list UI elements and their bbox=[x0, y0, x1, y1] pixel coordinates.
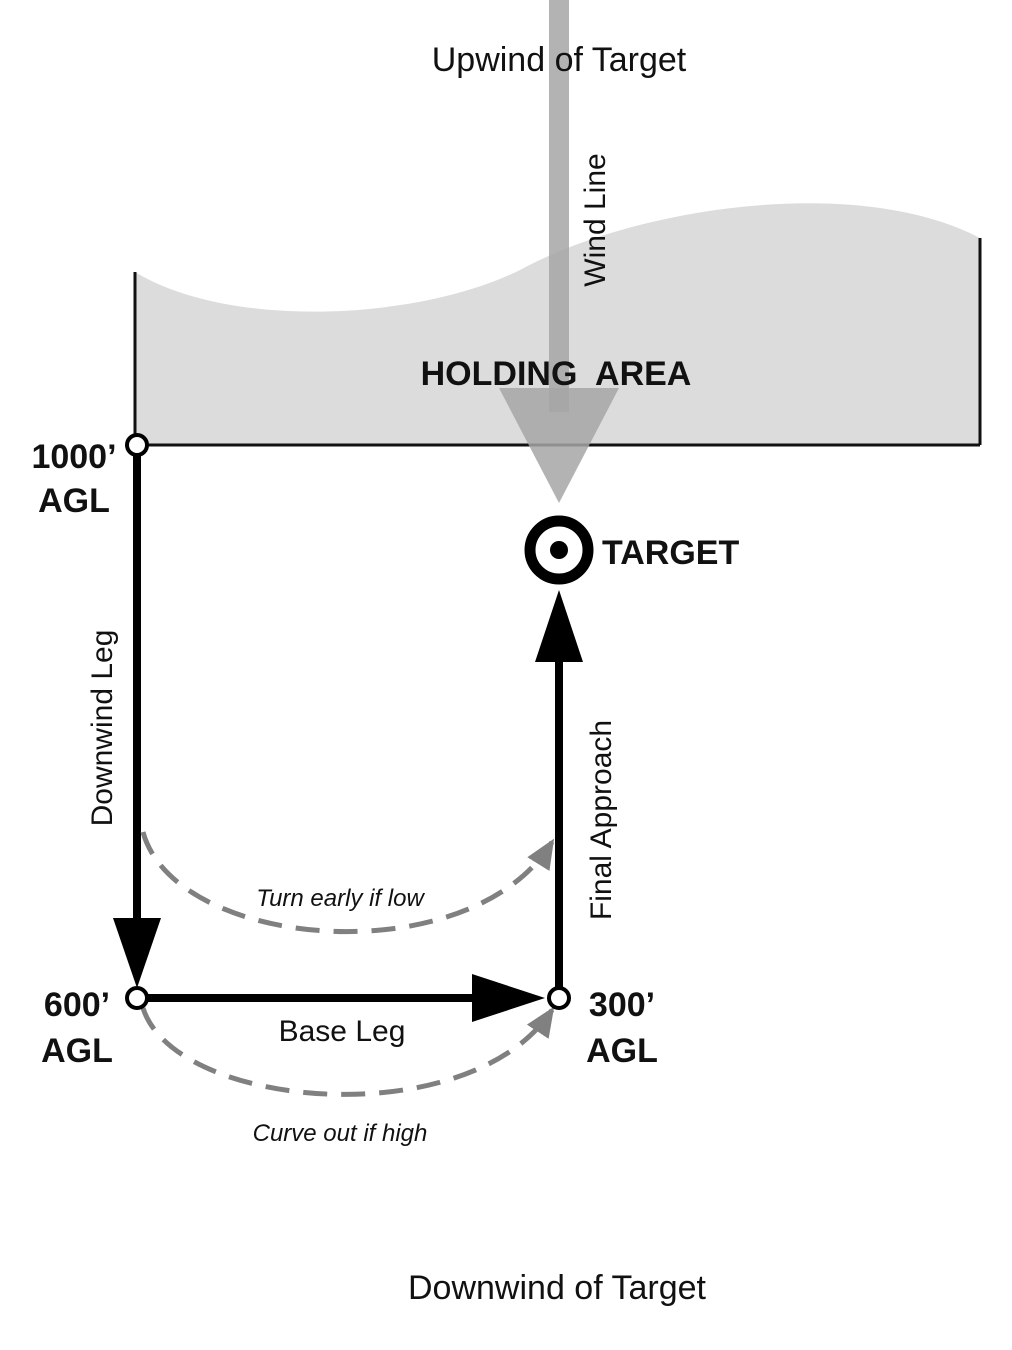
waypoint-600-marker bbox=[125, 986, 149, 1010]
curve-out-dashed-path bbox=[140, 1006, 555, 1097]
turn-early-label: Turn early if low bbox=[256, 885, 425, 912]
altitude-1000-unit: AGL bbox=[38, 482, 110, 520]
target-icon bbox=[524, 515, 594, 585]
turn-early-dashed-path bbox=[140, 831, 555, 935]
wind-line-arrowhead bbox=[499, 388, 619, 503]
downwind-of-target-label: Downwind of Target bbox=[408, 1269, 707, 1307]
altitude-600-unit: AGL bbox=[41, 1032, 113, 1070]
waypoint-300-marker bbox=[547, 986, 571, 1010]
altitude-300-value: 300’ bbox=[589, 986, 655, 1024]
downwind-leg-arrowhead bbox=[113, 918, 161, 988]
upwind-label: Upwind of Target bbox=[432, 41, 687, 79]
curve-out-label: Curve out if high bbox=[253, 1120, 428, 1147]
altitude-1000-value: 1000’ bbox=[31, 438, 116, 476]
base-leg-label: Base Leg bbox=[279, 1015, 406, 1048]
holding-area-label: HOLDING AREA bbox=[421, 355, 692, 393]
final-approach-arrowhead bbox=[535, 590, 583, 662]
wind-line-shaft bbox=[549, 0, 569, 412]
final-approach-label: Final Approach bbox=[585, 720, 618, 920]
base-leg-arrowhead bbox=[472, 974, 545, 1022]
waypoint-1000-marker bbox=[125, 433, 149, 457]
altitude-600-value: 600’ bbox=[44, 986, 110, 1024]
wind-line-label: Wind Line bbox=[579, 153, 612, 286]
downwind-leg-label: Downwind Leg bbox=[86, 630, 119, 827]
altitude-300-unit: AGL bbox=[586, 1032, 658, 1070]
target-label: TARGET bbox=[602, 534, 739, 572]
